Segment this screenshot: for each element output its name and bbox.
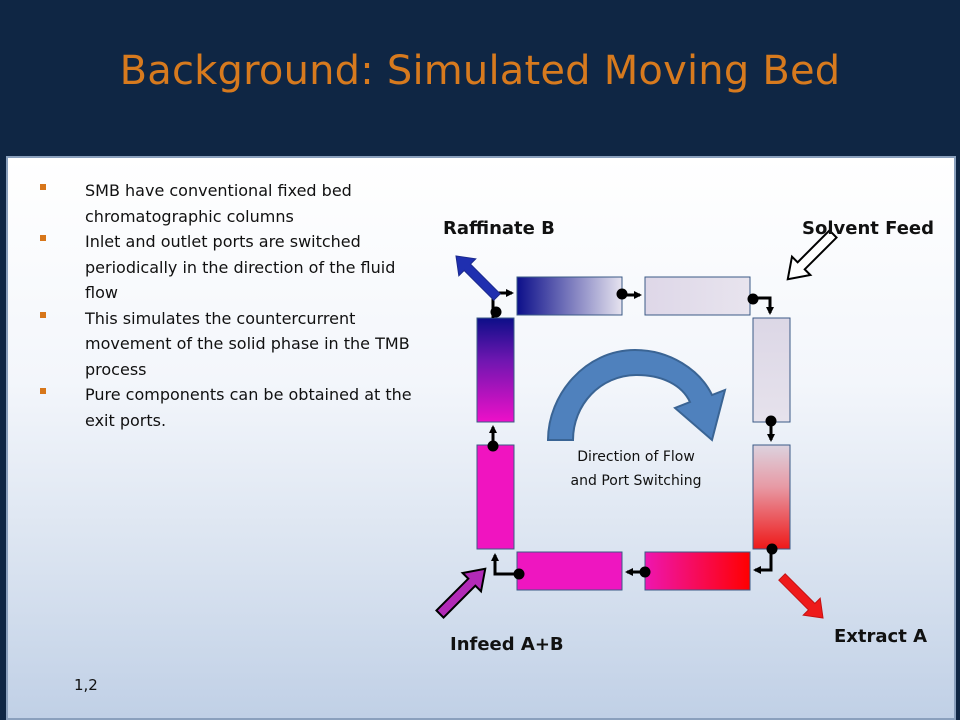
raffinate-arrow-icon <box>455 255 501 301</box>
raffinate-label: Raffinate B <box>443 218 555 239</box>
column-bottom-left <box>516 551 623 591</box>
column-right-bottom <box>752 444 791 550</box>
column-top-right <box>644 276 751 316</box>
slide-title: Background: Simulated Moving Bed <box>119 48 841 94</box>
bullet-text: Inlet and outlet ports are switched peri… <box>85 232 396 302</box>
solvent-arrow-icon <box>786 229 838 281</box>
column-top-left <box>516 276 623 316</box>
column-right-top <box>752 317 791 423</box>
extract-label: Extract A <box>834 626 927 647</box>
footnote: 1,2 <box>74 676 98 694</box>
column-left-top <box>476 317 515 423</box>
content-panel: SMB have conventional fixed bed chromato… <box>6 156 956 720</box>
bullet-square-icon <box>40 184 46 190</box>
column-left-bottom <box>476 444 515 550</box>
bullet-item: This simulates the countercurrent moveme… <box>38 306 418 383</box>
connector-dots <box>487 288 778 580</box>
infeed-arrow-icon <box>435 567 487 619</box>
extract-arrow-icon <box>778 573 824 619</box>
bullet-list: SMB have conventional fixed bed chromato… <box>38 178 418 433</box>
bullet-item: Pure components can be obtained at the e… <box>38 382 418 433</box>
rotation-arrow-icon <box>546 348 727 442</box>
connector-lines <box>489 289 775 576</box>
bullet-square-icon <box>40 235 46 241</box>
bullet-item: SMB have conventional fixed bed chromato… <box>38 178 418 229</box>
flow-caption-line2: and Port Switching <box>571 473 702 489</box>
bullet-item: Inlet and outlet ports are switched peri… <box>38 229 418 306</box>
column-bottom-right <box>644 551 751 591</box>
bullet-text: This simulates the countercurrent moveme… <box>85 308 410 379</box>
bullet-text: SMB have conventional fixed bed chromato… <box>85 181 352 226</box>
bullet-text: Pure components can be obtained at the e… <box>85 385 412 430</box>
bullet-square-icon <box>40 388 46 394</box>
solvent-feed-label: Solvent Feed <box>802 218 934 239</box>
flow-caption-line1: Direction of Flow <box>577 449 695 465</box>
bullet-square-icon <box>40 311 46 318</box>
infeed-label: Infeed A+B <box>450 634 564 655</box>
